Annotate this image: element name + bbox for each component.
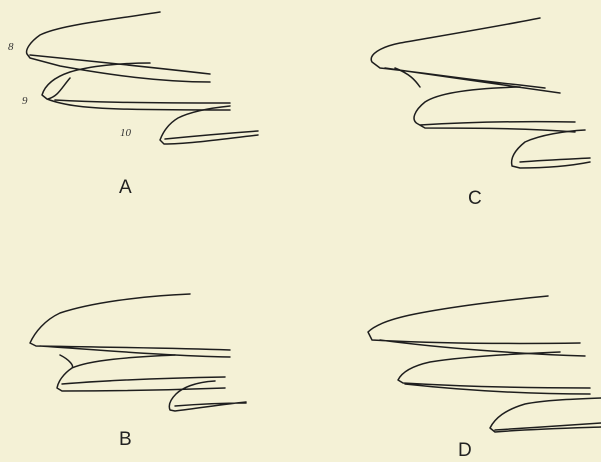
panel-c-feather-lower bbox=[512, 130, 590, 168]
panel-b-feather-lower bbox=[169, 381, 246, 411]
panel-d-label: D bbox=[458, 440, 472, 461]
panel-b-label: B bbox=[119, 429, 132, 450]
panel-c-feather-middle bbox=[395, 68, 575, 132]
panel-b-feather-middle bbox=[57, 355, 225, 391]
panel-a-label-9: 9 bbox=[22, 95, 28, 107]
panel-d-feather-upper bbox=[368, 296, 585, 356]
panel-d-feather-middle bbox=[398, 352, 590, 394]
panel-b-feather-upper bbox=[30, 294, 230, 357]
panel-a-label: A bbox=[119, 177, 132, 198]
panel-c-feather-upper bbox=[371, 18, 560, 93]
panel-a-feather-10 bbox=[160, 106, 258, 144]
panel-c-label: C bbox=[468, 188, 482, 209]
panel-a: 8 9 10 A bbox=[8, 12, 258, 198]
panel-d-feather-lower bbox=[490, 398, 601, 432]
panel-c: C bbox=[371, 18, 590, 209]
panel-a-feather-8 bbox=[27, 12, 210, 82]
panel-a-feather-9 bbox=[42, 63, 230, 110]
panel-d: D bbox=[368, 296, 601, 461]
panel-a-label-8: 8 bbox=[8, 41, 14, 53]
panel-b: B bbox=[30, 294, 246, 450]
panel-a-label-10: 10 bbox=[120, 127, 132, 139]
